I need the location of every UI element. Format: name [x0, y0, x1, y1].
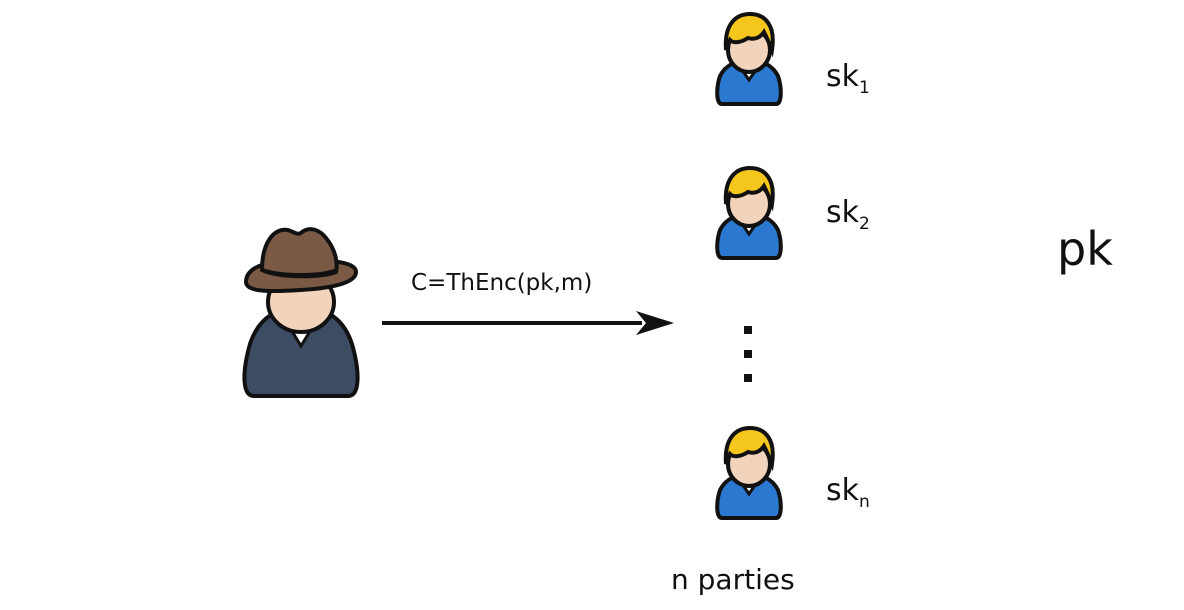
secret-key-index: n	[859, 492, 870, 512]
secret-key-index: 2	[859, 214, 870, 234]
secret-key-label-1: sk1	[826, 62, 870, 97]
vertical-ellipsis	[744, 326, 752, 382]
secret-key-label-2: sk2	[826, 198, 870, 233]
secret-key-base: sk	[826, 473, 860, 508]
parties-count-label: n parties	[671, 563, 795, 596]
party-icon	[715, 165, 783, 260]
party-icon	[715, 425, 783, 520]
secret-key-base: sk	[826, 195, 860, 230]
secret-key-label-n: skn	[826, 476, 870, 511]
arrow-label: C=ThEnc(pk,m)	[411, 270, 593, 296]
party-icon	[715, 11, 783, 106]
secret-key-base: sk	[826, 59, 860, 94]
sender-icon	[242, 227, 360, 398]
arrow-right-icon	[382, 311, 674, 335]
public-key-label: pk	[1057, 222, 1113, 276]
secret-key-index: 1	[859, 78, 870, 98]
